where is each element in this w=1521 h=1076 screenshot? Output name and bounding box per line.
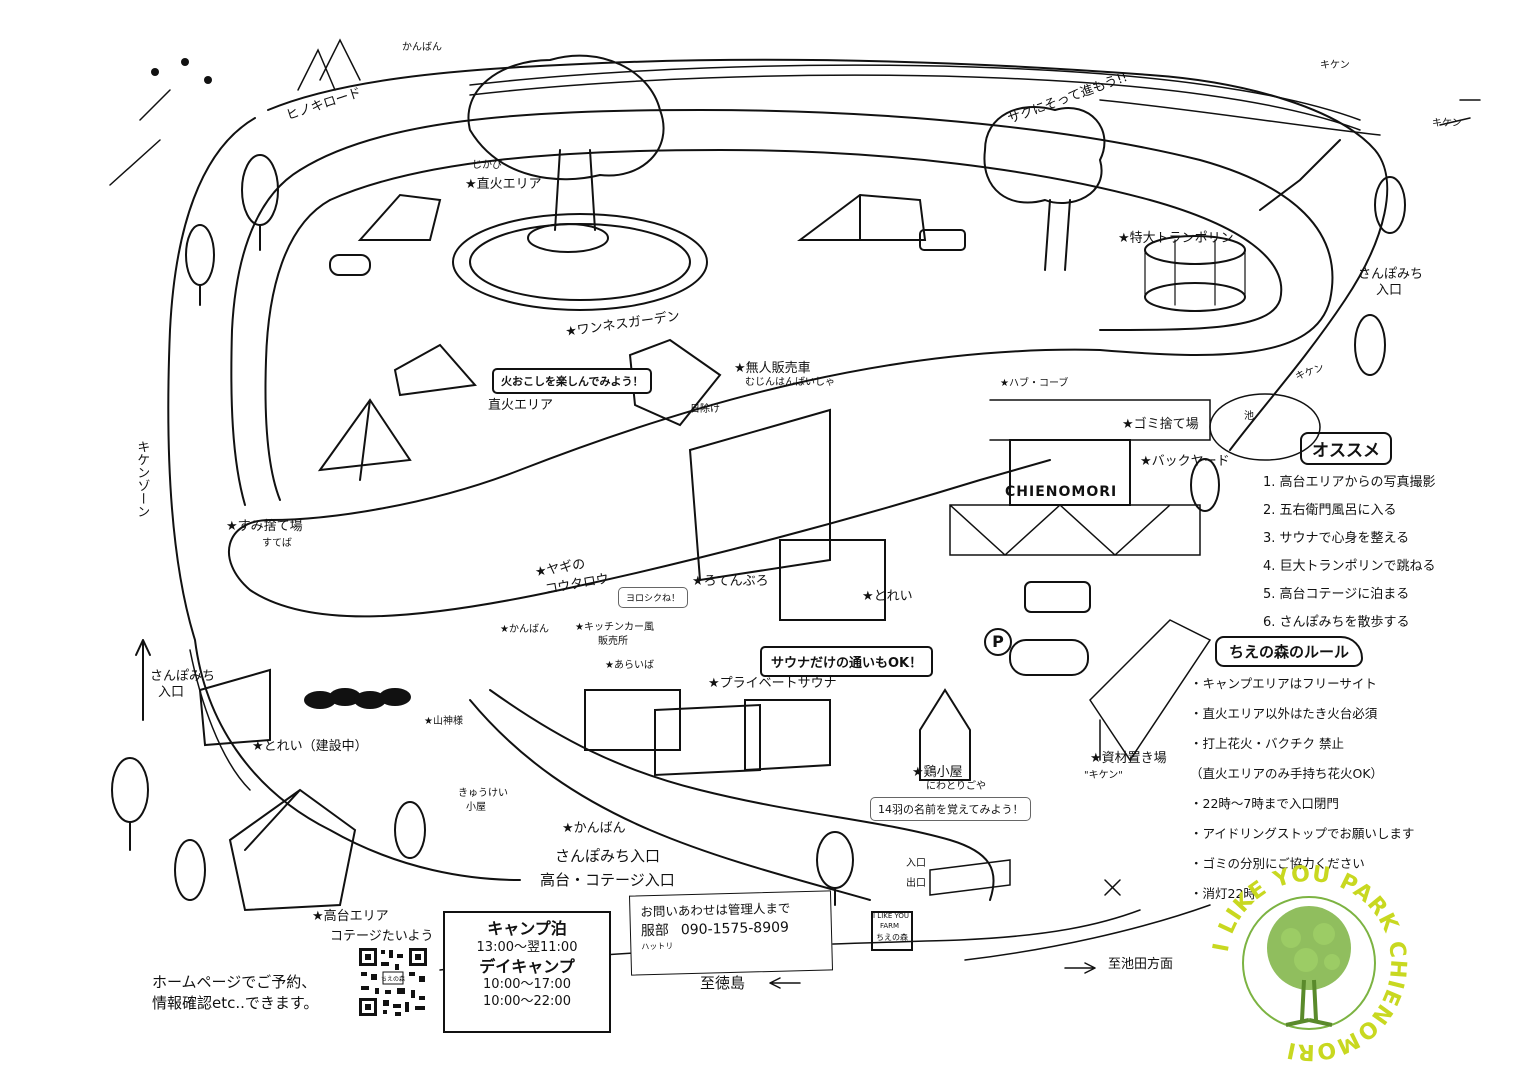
label-sanpo-entry-low: さんぽみち入口 (555, 847, 661, 865)
recommend-panel: オススメ 1. 高台エリアからの写真撮影 2. 五右衛門風呂に入る 3. サウナ… (1245, 432, 1455, 639)
label-sanpo-left: さんぽみち (150, 669, 216, 684)
label-deguchi: 出口 (906, 878, 926, 889)
homepage-note: ホームページでご予約、 情報確認etc..できます。 (152, 972, 318, 1014)
label-jikabi: じかび (472, 160, 502, 171)
contact-name: 服部 (640, 923, 670, 940)
label-sanpo-right: さんぽみち (1358, 267, 1424, 282)
rules-title: ちえの森のルール (1215, 636, 1364, 667)
label-kanban-mid: ★かんばん (500, 624, 549, 635)
label-kitchen-car-sub: 販売所 (598, 636, 628, 647)
contact-phone[interactable]: 090-1575-8909 (680, 919, 790, 939)
park-badge: I LIKE YOU PARK CHIENOMORI (1209, 862, 1410, 1065)
label-kodai-cottage-entry: 高台・コテージ入口 (540, 871, 675, 889)
horses (304, 688, 411, 709)
label-private-sauna: ★プライベートサウナ (708, 676, 837, 691)
parking-icon: P (984, 628, 1012, 656)
label-farm-sign-2: FARM (880, 922, 900, 930)
day-time-1: 10:00〜17:00 (483, 977, 571, 993)
rules-panel: ちえの森のルール ・キャンプエリアはフリーサイト ・直火エリア以外はたき火台必須… (1180, 636, 1415, 913)
bubble-yoroshiku: ヨロシクね！ (618, 587, 689, 608)
label-roten: ★ろてんぶろ (692, 574, 769, 589)
label-sumi-sub: すてば (262, 538, 292, 549)
recommend-item: 1. 高台エリアからの写真撮影 (1263, 475, 1436, 490)
label-toire: ★とれい (862, 589, 913, 604)
label-backyard: ★バックヤード (1140, 454, 1230, 469)
rule-item: ・キャンプエリアはフリーサイト (1190, 676, 1377, 691)
label-chokka-top: ★直火エリア (465, 177, 542, 192)
recommend-item: 4. 巨大トランポリンで跳ねる (1263, 559, 1436, 574)
rule-item: ・22時〜7時まで入口閉門 (1190, 796, 1339, 811)
label-kitchen-car: ★キッチンカー風 (575, 622, 654, 633)
label-kanban-top: かんばん (402, 42, 442, 53)
hours-box: キャンプ泊 13:00〜翌11:00 デイキャンプ 10:00〜17:00 10… (443, 911, 611, 1033)
rule-item: ・打上花火・バクチク 禁止 (1190, 736, 1344, 751)
label-shizai-kiken: "キケン" (1084, 770, 1123, 781)
inner-road-outer (227, 108, 1334, 618)
label-sanpo-left-entry: 入口 (158, 685, 185, 700)
label-tokudai: ★特大トランポリン (1118, 231, 1234, 246)
label-farm-sign-1: I LIKE YOU (873, 912, 910, 920)
camp-title: キャンプ泊 (487, 919, 567, 938)
bubble-sauna-only: サウナだけの通いもOK！ (760, 646, 934, 677)
label-araiba: ★あらいば (605, 660, 654, 671)
label-niwatori: ★鶏小屋 (912, 765, 963, 780)
contact-box: お問いあわせは管理人まで 服部 090-1575-8909 ハットリ (628, 890, 834, 976)
rule-item: ・ゴミの分別にご協力ください (1190, 856, 1365, 871)
label-kiken-right: キケン (1432, 118, 1462, 129)
label-farm-sign-3: ちえの森 (876, 933, 908, 942)
rule-item: ・消灯22時 (1190, 886, 1256, 901)
rule-item: ・アイドリングストップでお願いします (1190, 826, 1415, 841)
recommend-item: 2. 五右衛門風呂に入る (1263, 503, 1397, 518)
label-kiken-top: キケン (1320, 60, 1350, 71)
recommend-item: 3. サウナで心身を整える (1263, 531, 1410, 546)
bubble-hane: 14羽の名前を覚えてみよう！ (870, 797, 1032, 821)
rule-item: ・直火エリア以外はたき火台必須 (1190, 706, 1378, 721)
label-cottage: コテージたいよう (330, 929, 434, 944)
label-to-ikeda: 至池田方面 (1108, 957, 1174, 972)
rule-item: （直火エリアのみ手持ち花火OK） (1190, 766, 1384, 781)
label-kyukei-sub: 小屋 (466, 802, 486, 813)
label-to-tokushima: 至徳島 (700, 974, 746, 992)
label-mujin-sub: むじんはんばいしゃ (745, 377, 835, 388)
label-hub: ★ハブ・コーブ (1000, 378, 1069, 389)
label-hikage: 日除け (690, 404, 720, 415)
label-shizai: ★資材置き場 (1090, 751, 1167, 766)
recommend-title: オススメ (1300, 432, 1392, 465)
label-kyukei: きゅうけい (458, 788, 508, 799)
label-mujin: ★無人販売車 (734, 361, 811, 376)
camp-time: 13:00〜翌11:00 (476, 939, 578, 955)
label-toire-build: ★とれい（建設中） (252, 739, 368, 754)
label-iriguchi: 入口 (906, 858, 926, 869)
recommend-item: 5. 高台コテージに泊まる (1263, 587, 1410, 602)
day-title: デイキャンプ (479, 956, 575, 976)
chienomori-sign: CHIENOMORI (1005, 484, 1118, 500)
homepage-line1: ホームページでご予約、 (152, 973, 317, 991)
label-ike: 池 (1244, 411, 1254, 422)
label-kiken-zone: キケンゾーン (134, 440, 150, 518)
label-niwatori-sub: にわとりごや (926, 781, 986, 792)
outer-path (167, 117, 521, 881)
label-kanban-low: ★かんばん (562, 821, 626, 836)
day-time-2: 10:00〜22:00 (483, 994, 571, 1010)
label-gomi: ★ゴミ捨て場 (1122, 417, 1199, 432)
homepage-line2: 情報確認etc..できます。 (152, 994, 319, 1012)
qr-code[interactable]: ちえの森 (357, 946, 429, 1018)
label-sanpo-right-entry: 入口 (1376, 283, 1403, 298)
bubble-hiokoshi: 火おこしを楽しんでみよう！ (492, 368, 653, 394)
label-kodai-area: ★高台エリア (312, 909, 389, 924)
inner-road-inner (329, 148, 1283, 331)
badge-tree-icon (1267, 906, 1351, 1027)
label-chokka-mid: 直火エリア (488, 398, 554, 413)
label-yamagami: ★山神様 (424, 716, 463, 727)
recommend-item: 6. さんぽみちを散歩する (1263, 615, 1410, 630)
qr-label: ちえの森 (381, 975, 405, 983)
label-sumi: ★すみ捨て場 (226, 519, 303, 534)
